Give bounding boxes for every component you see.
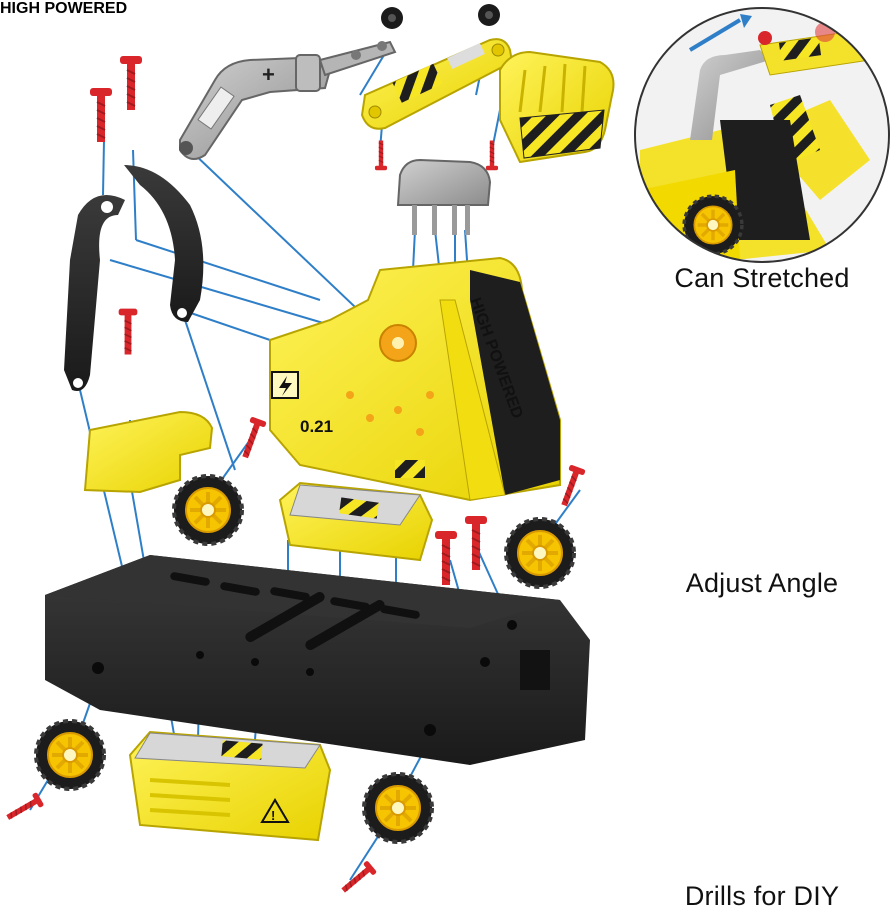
boom-strap-left <box>64 195 125 391</box>
wheel-lower-right <box>362 772 434 844</box>
nut-top-right <box>478 4 500 26</box>
svg-text:!: ! <box>271 808 275 823</box>
cab-number: 0.21 <box>300 417 333 436</box>
wheel-upper-right <box>504 517 576 589</box>
screw-top-left-2 <box>89 87 113 143</box>
caption-can-stretched: Can Stretched <box>674 263 850 293</box>
svg-text:+: + <box>262 62 275 87</box>
screw-bottom-left <box>3 791 45 825</box>
screw-cab-side <box>236 415 268 461</box>
detail-panel-stretch <box>634 7 890 263</box>
nut-top-left <box>381 7 403 29</box>
wheel-lower-left <box>34 719 106 791</box>
detail-panel-drill: HIGH POWERED <box>0 0 128 17</box>
excavator-cab: HIGH POWERED 0.21 <box>269 256 561 502</box>
caption-adjust-angle: Adjust Angle <box>685 568 839 598</box>
boom-arm: + <box>179 40 397 160</box>
bucket <box>499 50 615 164</box>
bottom-battery-block: ! <box>128 730 332 842</box>
screw-top-left-1 <box>119 55 143 111</box>
center-grille-block <box>278 481 434 562</box>
screw-stick-1 <box>374 139 388 171</box>
left-support-block <box>83 410 214 494</box>
caption-drills-for-diy: Drills for DIY <box>684 881 840 911</box>
screw-strap-mid <box>117 307 139 356</box>
screw-bottom-right <box>337 859 378 898</box>
boom-strap-right <box>124 165 204 322</box>
wheel-upper-left <box>172 474 244 546</box>
chassis-base <box>45 555 590 765</box>
stretch-arrow-icon <box>688 18 742 52</box>
screw-right-2 <box>434 530 458 586</box>
screw-stick-2 <box>485 139 499 171</box>
warning-icon <box>260 798 290 823</box>
hinge-block <box>396 158 492 235</box>
